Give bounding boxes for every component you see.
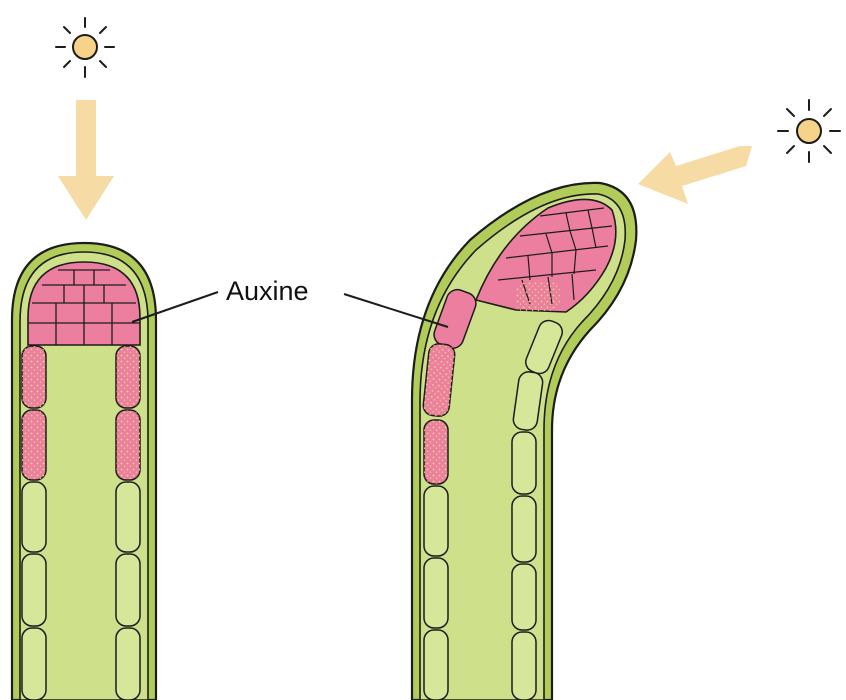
left-column-cells <box>22 346 46 700</box>
straight-shoot <box>12 243 156 700</box>
light-arrow-side <box>638 146 752 204</box>
auxin-label-group: Auxine <box>132 276 448 327</box>
light-arrow-down <box>58 100 114 220</box>
sun-icon-left <box>56 18 114 77</box>
tip-auxin-cells <box>28 262 140 345</box>
sun-icon-right <box>778 100 840 162</box>
bent-shoot <box>412 183 636 700</box>
auxin-label: Auxine <box>226 276 309 306</box>
right-column-cells <box>116 346 140 700</box>
